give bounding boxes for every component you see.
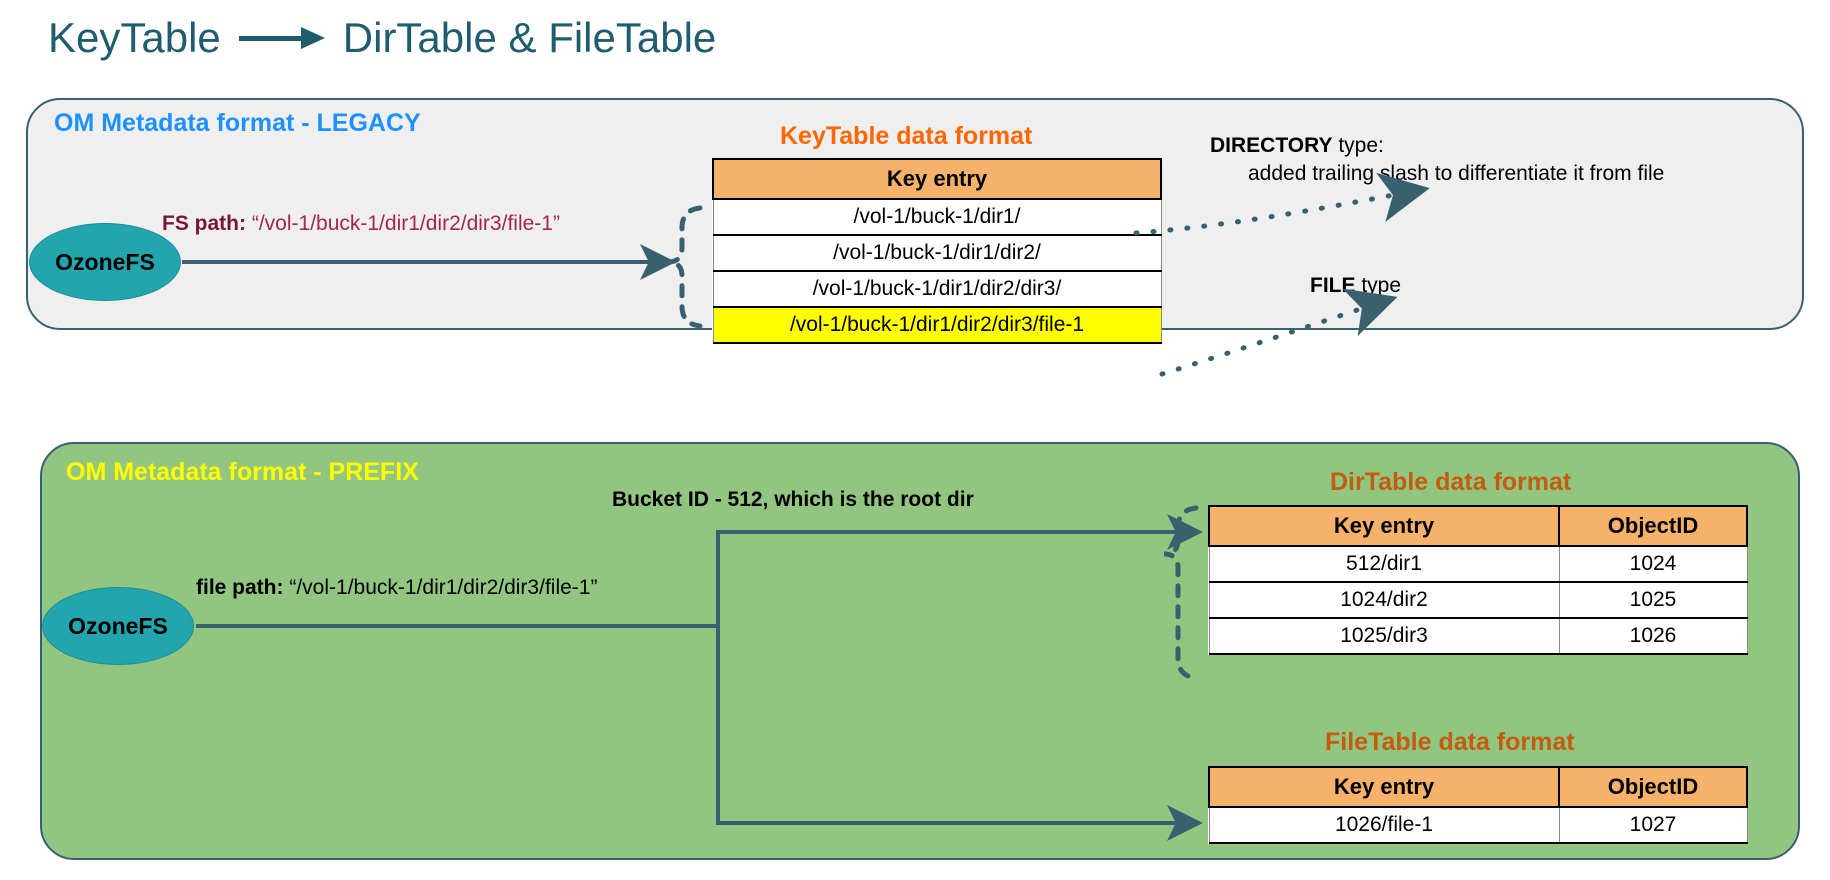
fs-path-label: FS path: “/vol-1/buck-1/dir1/dir2/dir3/f… <box>162 212 560 236</box>
column-header-key-entry: Key entry <box>1208 766 1560 808</box>
table-row: /vol-1/buck-1/dir1/dir2/dir3/ <box>712 270 1162 308</box>
cell-objectid: 1026 <box>1558 617 1748 655</box>
table-row-highlighted: /vol-1/buck-1/dir1/dir2/dir3/file-1 <box>712 306 1162 344</box>
table-row: /vol-1/buck-1/dir1/ <box>712 198 1162 236</box>
file-keyword: FILE <box>1310 274 1356 297</box>
file-path-label: file path: “/vol-1/buck-1/dir1/dir2/dir3… <box>196 576 597 600</box>
cell-key-entry: 1026/file-1 <box>1208 806 1560 844</box>
file-path-value: “/vol-1/buck-1/dir1/dir2/dir3/file-1” <box>289 576 598 599</box>
cell-key-entry: 1025/dir3 <box>1208 617 1560 655</box>
table-header-row: Key entry <box>712 158 1162 200</box>
fs-path-lead: FS path: <box>162 212 246 235</box>
column-header-objectid: ObjectID <box>1558 766 1748 808</box>
filetable-caption: FileTable data format <box>1325 728 1575 756</box>
directory-keyword: DIRECTORY <box>1210 134 1333 157</box>
table-header-row: Key entry ObjectID <box>1208 505 1748 547</box>
directory-annotation-line2: added trailing slash to differentiate it… <box>1248 162 1665 186</box>
page-title-right: DirTable & FileTable <box>342 14 717 61</box>
column-header-key-entry: Key entry <box>1208 505 1560 547</box>
fs-path-value: “/vol-1/buck-1/dir1/dir2/dir3/file-1” <box>251 212 560 235</box>
file-type-suffix: type <box>1355 274 1402 297</box>
keytable-caption: KeyTable data format <box>780 122 1033 150</box>
file-type-annotation: FILE type <box>1310 272 1401 300</box>
keytable: Key entry /vol-1/buck-1/dir1/ /vol-1/buc… <box>712 158 1162 344</box>
directory-type-annotation: DIRECTORY type: added trailing slash to … <box>1210 132 1664 189</box>
ozonefs-node-prefix: OzoneFS <box>42 587 194 665</box>
cell-key-entry: /vol-1/buck-1/dir1/dir2/dir3/ <box>712 270 1162 308</box>
cell-key-entry: 1024/dir2 <box>1208 581 1560 619</box>
table-header-row: Key entry ObjectID <box>1208 766 1748 808</box>
cell-key-entry: /vol-1/buck-1/dir1/dir2/dir3/file-1 <box>712 306 1162 344</box>
file-path-lead: file path: <box>196 576 284 599</box>
cell-key-entry: /vol-1/buck-1/dir1/dir2/ <box>712 234 1162 272</box>
column-header-objectid: ObjectID <box>1558 505 1748 547</box>
prefix-panel-title: OM Metadata format - PREFIX <box>66 458 419 486</box>
cell-key-entry: 512/dir1 <box>1208 545 1560 583</box>
ozonefs-label: OzoneFS <box>68 612 168 639</box>
cell-objectid: 1027 <box>1558 806 1748 844</box>
table-row: 1025/dir3 1026 <box>1208 617 1748 655</box>
page-title: KeyTable DirTable & FileTable <box>48 14 716 62</box>
cell-objectid: 1024 <box>1558 545 1748 583</box>
ozonefs-node-legacy: OzoneFS <box>29 223 181 301</box>
page-title-left: KeyTable <box>48 14 221 61</box>
ozonefs-label: OzoneFS <box>55 248 155 275</box>
column-header-key-entry: Key entry <box>712 158 1162 200</box>
table-row: 1026/file-1 1027 <box>1208 806 1748 844</box>
dirtable: Key entry ObjectID 512/dir1 1024 1024/di… <box>1208 505 1748 655</box>
table-row: 1024/dir2 1025 <box>1208 581 1748 619</box>
right-arrow-icon <box>238 27 325 49</box>
table-row: /vol-1/buck-1/dir1/dir2/ <box>712 234 1162 272</box>
cell-key-entry: /vol-1/buck-1/dir1/ <box>712 198 1162 236</box>
legacy-panel-title: OM Metadata format - LEGACY <box>54 109 421 137</box>
directory-type-suffix: type: <box>1332 134 1384 157</box>
table-row: 512/dir1 1024 <box>1208 545 1748 583</box>
cell-objectid: 1025 <box>1558 581 1748 619</box>
filetable: Key entry ObjectID 1026/file-1 1027 <box>1208 766 1748 844</box>
bucket-id-note: Bucket ID - 512, which is the root dir <box>612 488 974 511</box>
dirtable-caption: DirTable data format <box>1330 468 1572 496</box>
